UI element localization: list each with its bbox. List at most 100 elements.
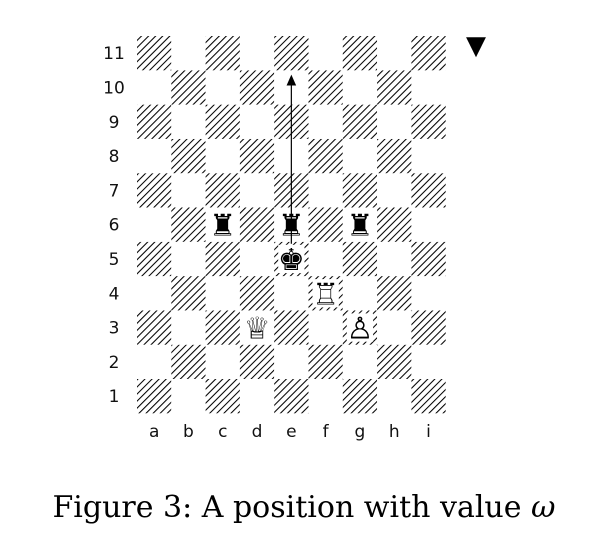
square-c1 [205, 379, 240, 414]
square-d4 [239, 276, 275, 311]
square-h1 [377, 379, 412, 414]
square-f1 [308, 379, 343, 414]
square-g10 [342, 70, 378, 105]
square-i1 [411, 379, 446, 414]
rank-label: 1 [109, 387, 120, 407]
square-a2 [137, 344, 172, 379]
piece-backing [209, 210, 236, 239]
square-b5 [171, 241, 206, 277]
square-f11 [308, 36, 343, 71]
square-i6 [411, 207, 446, 242]
square-i7 [411, 173, 446, 208]
square-e2 [274, 344, 309, 379]
square-b6 [171, 207, 206, 242]
square-d11 [239, 36, 275, 71]
square-c9 [205, 104, 240, 139]
rank-label: 2 [109, 353, 120, 373]
black-king-icon: ♚ [278, 243, 305, 278]
square-c10 [205, 70, 240, 105]
square-d5 [239, 241, 275, 277]
square-b10 [171, 70, 206, 105]
square-a10 [137, 70, 172, 105]
square-d1 [239, 379, 275, 414]
square-g8 [342, 138, 378, 174]
square-h7 [377, 173, 412, 208]
piece-backing [243, 313, 271, 342]
rank-label: 7 [109, 181, 120, 201]
square-b2 [171, 344, 206, 379]
file-label: h [389, 422, 400, 442]
square-b8 [171, 138, 206, 174]
white-queen-icon: ♕ [244, 312, 271, 347]
square-i8 [411, 138, 446, 174]
caption-symbol: ω [531, 490, 556, 525]
square-h3 [377, 310, 412, 345]
square-e1 [274, 379, 309, 414]
square-h11 [377, 36, 412, 71]
square-a7 [137, 173, 172, 208]
square-a5 [137, 241, 172, 277]
square-h10 [377, 70, 412, 105]
square-e3 [274, 310, 309, 345]
file-label: g [355, 422, 366, 442]
square-f5 [308, 241, 343, 277]
square-i3 [411, 310, 446, 345]
rank-label: 10 [103, 78, 125, 98]
square-h4 [377, 276, 412, 311]
piece-backing [346, 313, 374, 342]
square-b4 [171, 276, 206, 311]
square-e11 [274, 36, 309, 71]
square-i11 [411, 36, 446, 71]
figure-caption: Figure 3: A position with value ω [0, 490, 608, 525]
file-label: i [426, 422, 431, 442]
square-e4 [274, 276, 309, 311]
square-f7 [308, 173, 343, 208]
file-label: c [218, 422, 227, 442]
square-h9 [377, 104, 412, 139]
square-g7 [342, 173, 378, 208]
white-rook-icon: ♖ [312, 277, 339, 312]
square-b1 [171, 379, 206, 414]
square-f6 [308, 207, 343, 242]
square-h6 [377, 207, 412, 242]
black-rook-icon: ♜ [209, 209, 236, 244]
square-c4 [205, 276, 240, 311]
piece-backing [278, 244, 305, 274]
rank-label: 11 [103, 44, 125, 64]
rank-label: 6 [109, 216, 120, 236]
square-c5 [205, 241, 240, 277]
white-pawn-icon: ♙ [346, 312, 373, 347]
rank-label: 9 [109, 113, 120, 133]
piece-backing [312, 279, 339, 308]
square-b11 [171, 36, 206, 71]
square-f8 [308, 138, 343, 174]
square-g4 [342, 276, 378, 311]
rank-label: 3 [109, 319, 120, 339]
square-h8 [377, 138, 412, 174]
square-h2 [377, 344, 412, 379]
square-g9 [342, 104, 378, 139]
square-c11 [205, 36, 240, 71]
file-label: b [183, 422, 194, 442]
square-a4 [137, 276, 172, 311]
file-label: f [323, 422, 330, 442]
square-b9 [171, 104, 206, 139]
square-d9 [239, 104, 275, 139]
square-a1 [137, 379, 172, 414]
square-i10 [411, 70, 446, 105]
square-a3 [137, 310, 172, 345]
square-d8 [239, 138, 275, 174]
square-d7 [239, 173, 275, 208]
square-a9 [137, 104, 172, 139]
square-i9 [411, 104, 446, 139]
rank-label: 8 [109, 147, 120, 167]
caption-text: Figure 3: A position with value [52, 490, 532, 525]
square-a8 [137, 138, 172, 174]
square-g1 [342, 379, 378, 414]
square-c7 [205, 173, 240, 208]
piece-backing [346, 210, 374, 239]
square-f9 [308, 104, 343, 139]
